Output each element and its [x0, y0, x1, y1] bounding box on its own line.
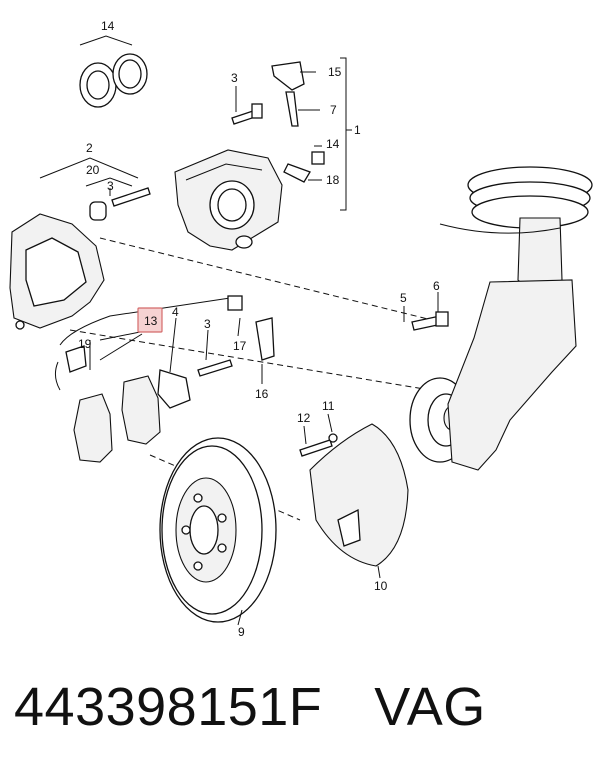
callout-9[interactable]: 9	[238, 625, 245, 639]
callout-10[interactable]: 10	[374, 579, 388, 593]
callout-labels: 14 3 15 7 1 14 18 2 20 3 13 4 3 19 17 16…	[78, 19, 440, 639]
part-number-footer: 443398151F VAG	[14, 676, 486, 756]
brand-name: VAG	[374, 677, 486, 737]
callout-18[interactable]: 18	[326, 173, 340, 187]
callout-3-mid[interactable]: 3	[204, 317, 211, 331]
callout-3-left[interactable]: 3	[107, 179, 114, 193]
callout-13[interactable]: 13	[144, 314, 158, 328]
part-number: 443398151F	[14, 677, 323, 737]
suspension-strut-part	[439, 166, 593, 471]
callout-6[interactable]: 6	[433, 279, 440, 293]
brake-assembly-diagram: 14 3 15 7 1 14 18 2 20 3 13 4 3 19 17 16…	[9, 19, 593, 639]
callout-16[interactable]: 16	[255, 387, 269, 401]
callout-3-top[interactable]: 3	[231, 71, 238, 85]
callout-4[interactable]: 4	[172, 305, 179, 319]
callout-17[interactable]: 17	[233, 339, 247, 353]
highlight-box-13[interactable]	[137, 307, 163, 333]
callout-14-right[interactable]: 14	[326, 137, 340, 151]
callout-15[interactable]: 15	[328, 65, 342, 79]
callout-14-top[interactable]: 14	[101, 19, 115, 33]
spring-clip-part	[255, 317, 275, 361]
callout-5[interactable]: 5	[400, 291, 407, 305]
brake-pads-part	[73, 369, 191, 463]
seal-kit-top-part	[79, 53, 148, 108]
callout-2[interactable]: 2	[86, 141, 93, 155]
callout-19[interactable]: 19	[78, 337, 92, 351]
leader-lines	[39, 35, 439, 626]
small-hardware-parts	[89, 61, 449, 457]
brake-disc-part	[159, 437, 277, 623]
callout-7[interactable]: 7	[330, 103, 337, 117]
splash-shield-part	[309, 423, 409, 567]
callout-1[interactable]: 1	[354, 123, 361, 137]
caliper-housing-part	[174, 149, 283, 251]
callout-20[interactable]: 20	[86, 163, 100, 177]
brake-line-part	[54, 295, 243, 391]
caliper-carrier-part	[9, 213, 105, 330]
callout-11[interactable]: 11	[322, 399, 335, 413]
callout-12[interactable]: 12	[297, 411, 311, 425]
